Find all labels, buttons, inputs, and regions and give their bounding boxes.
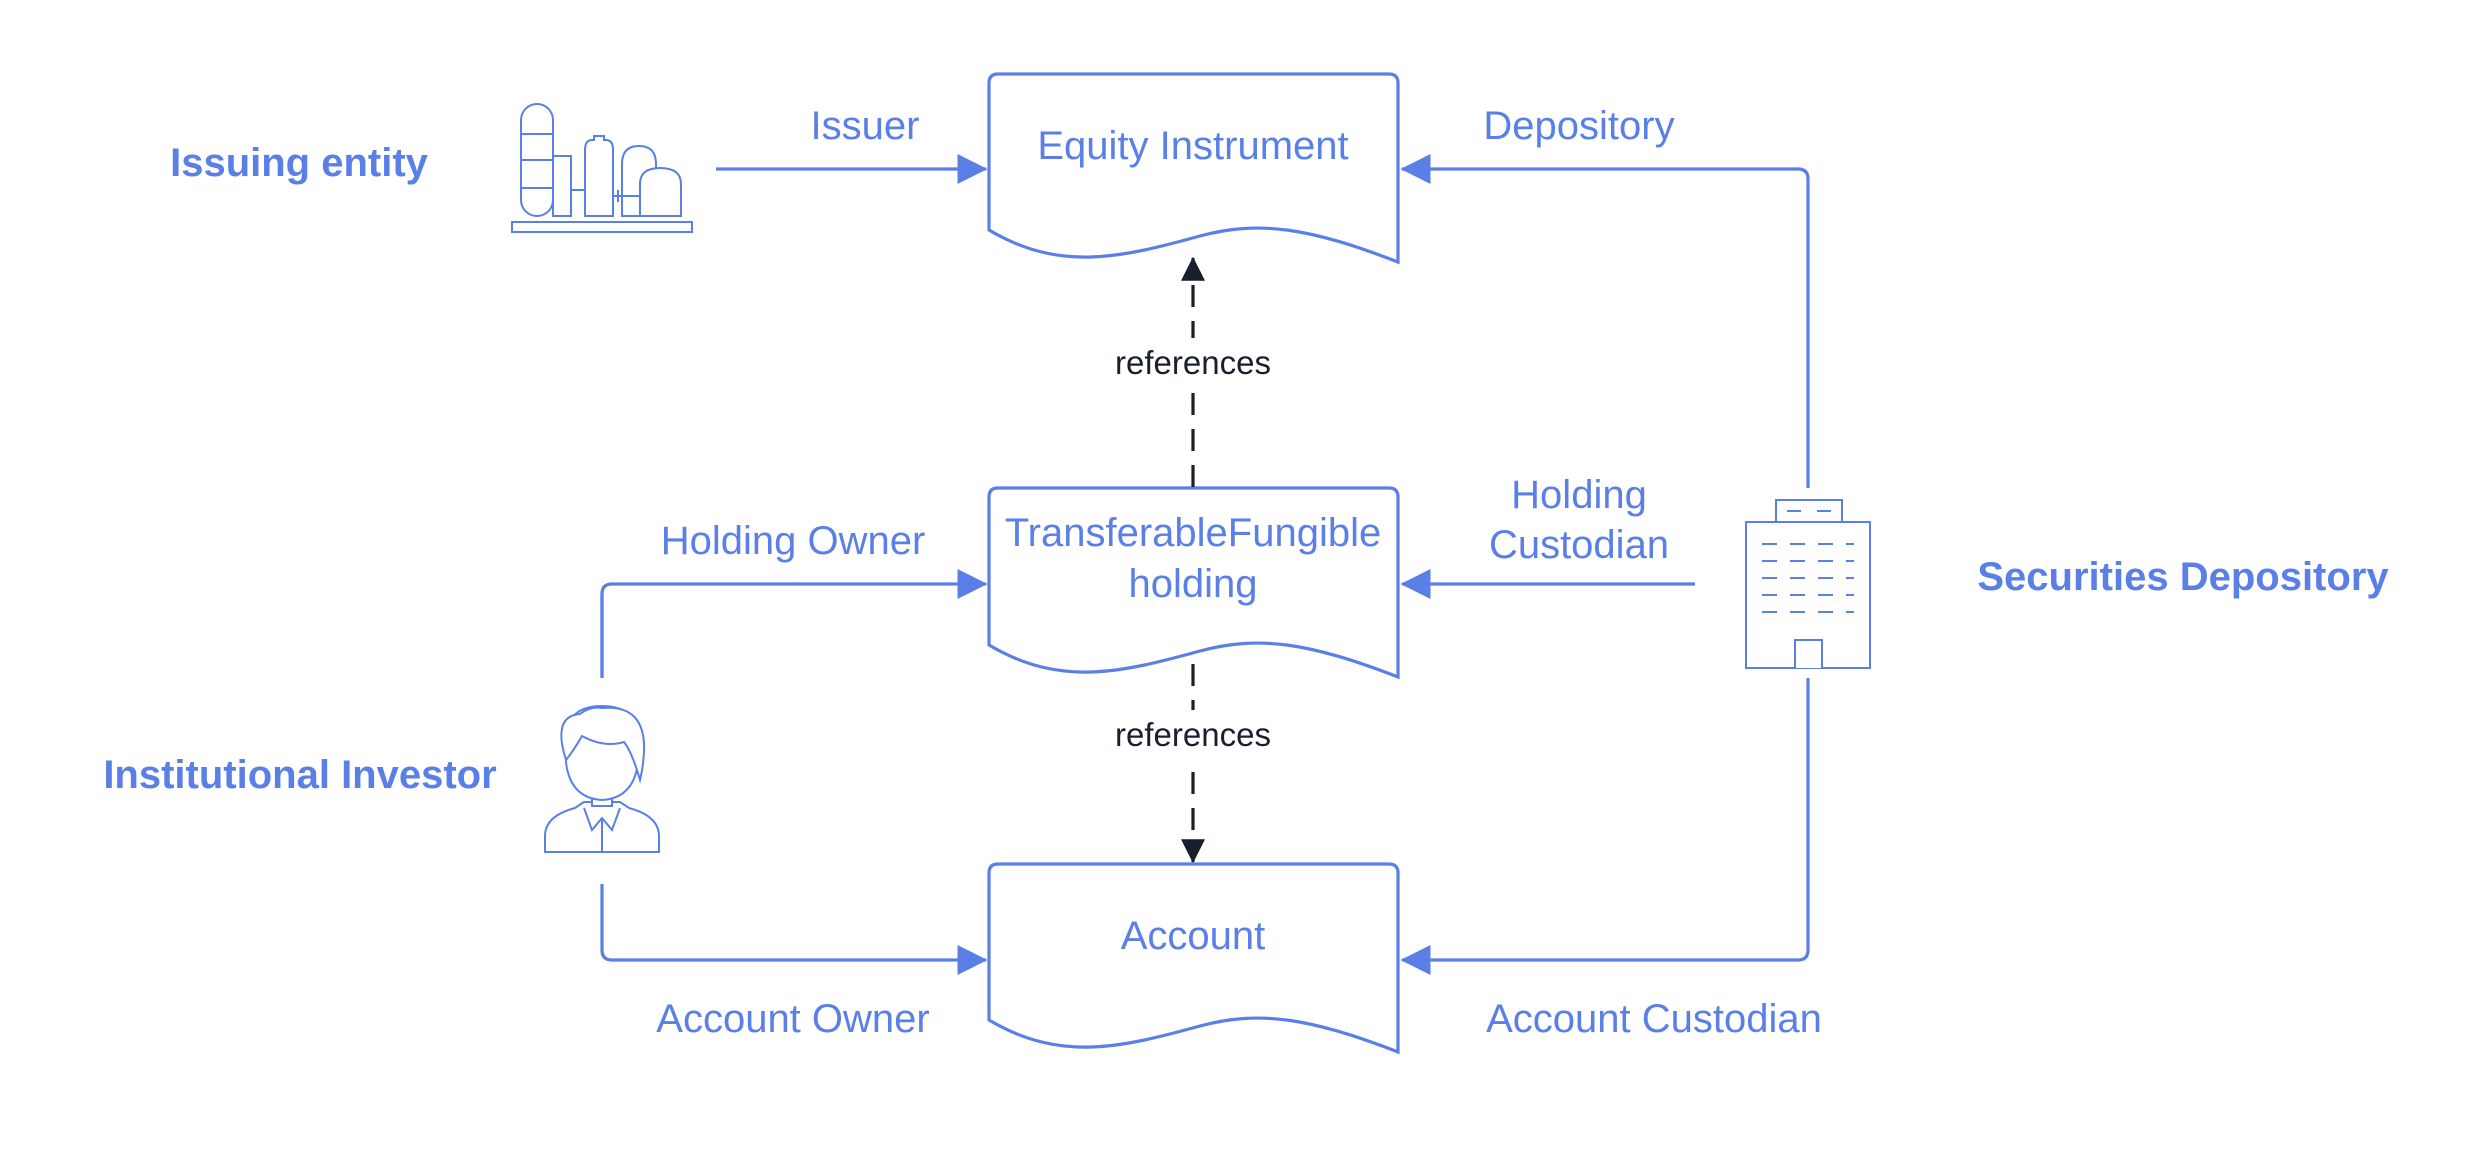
factory-icon xyxy=(511,103,693,233)
issuing-entity-label: Issuing entity xyxy=(170,141,429,185)
references-upper-label-bg xyxy=(1108,338,1278,388)
person-icon xyxy=(544,704,660,853)
account-label: Account xyxy=(1121,914,1266,958)
account-custodian-label: Account Custodian xyxy=(1486,997,1822,1041)
holding-custodian-label-line1: Holding xyxy=(1511,473,1647,517)
equity-instrument-shape xyxy=(987,72,1400,265)
building-icon xyxy=(1745,499,1871,669)
references-lower-label: references xyxy=(1115,716,1271,753)
account-shape xyxy=(987,862,1400,1055)
depository-label: Depository xyxy=(1483,104,1674,148)
holding-document: TransferableFungible holding xyxy=(987,486,1400,680)
references-lower-label-bg xyxy=(1108,710,1278,760)
account-owner-label: Account Owner xyxy=(656,997,929,1041)
account-document: Account xyxy=(987,862,1400,1055)
securities-depository-label: Securities Depository xyxy=(1977,555,2389,599)
equity-instrument-label: Equity Instrument xyxy=(1037,124,1348,168)
depository-path xyxy=(1400,154,1810,488)
holding-shape xyxy=(987,486,1400,680)
holding-custodian-label-line2: Custodian xyxy=(1489,523,1669,567)
holding-owner-path xyxy=(600,569,988,678)
holding-label-line2: holding xyxy=(1128,562,1257,606)
issuer-label: Issuer xyxy=(811,104,920,148)
account-owner-path xyxy=(600,884,988,975)
building-windows xyxy=(1762,543,1854,613)
holding-label-line1: TransferableFungible xyxy=(1005,511,1382,555)
holding-owner-label: Holding Owner xyxy=(661,519,926,563)
institutional-investor-label: Institutional Investor xyxy=(103,753,496,797)
equity-instrument-document: Equity Instrument xyxy=(987,72,1400,265)
account-custodian-path xyxy=(1400,678,1810,975)
references-upper-label: references xyxy=(1115,344,1271,381)
